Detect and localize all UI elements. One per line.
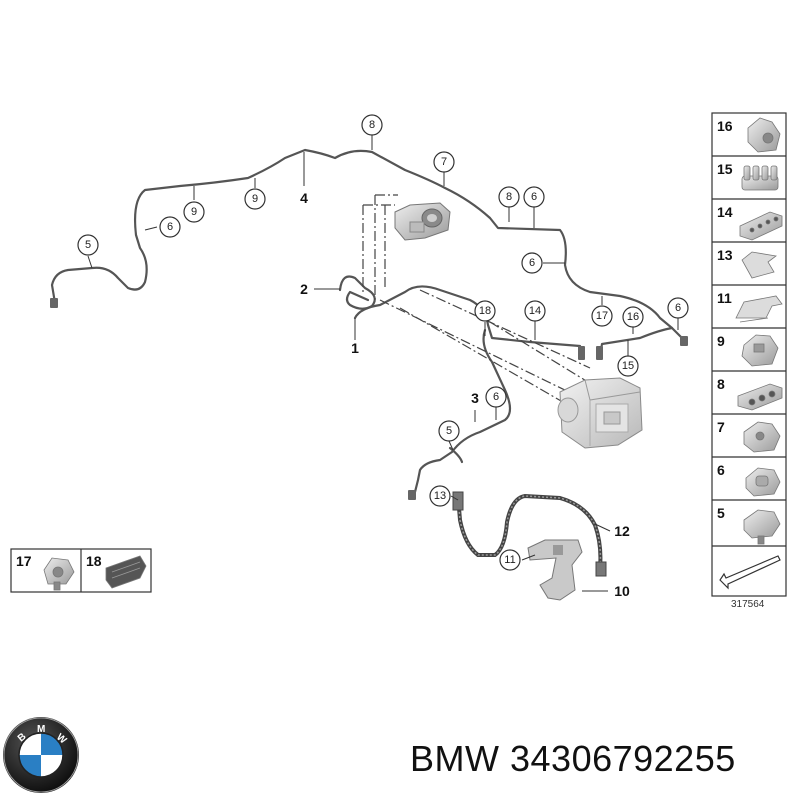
callout-1: 1 xyxy=(351,340,359,356)
callout-5: 5 xyxy=(446,425,452,437)
clip-part-15 xyxy=(741,165,779,191)
callout-4: 4 xyxy=(300,190,308,206)
callout-16: 16 xyxy=(627,311,639,323)
hose-bracket xyxy=(527,539,583,601)
legend-num-16: 16 xyxy=(717,118,733,134)
callout-6: 6 xyxy=(493,391,499,403)
callout-7: 7 xyxy=(441,156,447,168)
diagram-reference-number: 317564 xyxy=(731,599,765,610)
fitting-right xyxy=(680,336,688,346)
callout-9: 9 xyxy=(252,193,258,205)
callout-14: 14 xyxy=(529,305,541,317)
legend-right-numbers: 16 15 14 13 11 9 8 7 6 5 xyxy=(717,118,733,521)
fitting-abs-a xyxy=(578,346,585,360)
fitting-lower xyxy=(408,490,416,500)
part-label: BMW 34306792255 xyxy=(410,738,736,780)
abs-unit xyxy=(557,377,643,449)
legend-num-9: 9 xyxy=(717,333,725,349)
callout-12: 12 xyxy=(614,523,630,539)
legend-num-5: 5 xyxy=(717,505,725,521)
legend-num-7: 7 xyxy=(717,419,725,435)
callouts: 5 6 9 9 4 8 7 8 6 6 2 1 18 14 17 16 6 15 xyxy=(77,114,689,599)
svg-text:M: M xyxy=(37,724,45,735)
line-fittings xyxy=(50,298,688,500)
callout-leaders xyxy=(87,135,679,592)
callout-6: 6 xyxy=(531,191,537,203)
legend-num-8: 8 xyxy=(717,376,725,392)
callout-3: 3 xyxy=(471,390,479,406)
fitting-abs-b xyxy=(596,346,603,360)
callout-6: 6 xyxy=(167,221,173,233)
logo-quadrant-blue-2 xyxy=(19,755,41,777)
legend-num-14: 14 xyxy=(717,204,733,220)
part-number: 34306792255 xyxy=(510,738,736,779)
legend-num-13: 13 xyxy=(717,247,733,263)
legend-bottom-parts xyxy=(43,555,147,591)
callout-5: 5 xyxy=(85,239,91,251)
brake-line-small-bend xyxy=(448,446,464,464)
legend-arrow-cell xyxy=(719,555,781,590)
callout-9: 9 xyxy=(191,206,197,218)
callout-13: 13 xyxy=(434,490,446,502)
brake-line-lower xyxy=(410,328,512,500)
part-brand: BMW xyxy=(410,738,500,779)
callout-17: 17 xyxy=(596,310,608,322)
legend-num-11: 11 xyxy=(717,290,732,306)
brake-line-upper xyxy=(50,148,688,344)
fitting-left xyxy=(50,298,58,308)
callout-2: 2 xyxy=(300,281,308,297)
legend-right-parts xyxy=(735,117,783,545)
legend-num-15: 15 xyxy=(717,161,733,177)
callout-8: 8 xyxy=(369,119,375,131)
legend-num-17: 17 xyxy=(16,553,32,569)
clip-part-13 xyxy=(741,251,777,279)
arrow-icon xyxy=(719,555,781,590)
brake-line-loop xyxy=(338,275,376,310)
callout-18: 18 xyxy=(479,305,491,317)
legend-num-6: 6 xyxy=(717,462,725,478)
bmw-logo: B M W xyxy=(3,717,79,793)
legend-num-18: 18 xyxy=(86,553,102,569)
clip-part-5 xyxy=(743,509,781,539)
valve-part xyxy=(394,202,451,241)
callout-15: 15 xyxy=(622,360,634,372)
brake-line-middle xyxy=(353,285,584,358)
callout-6: 6 xyxy=(529,257,535,269)
callout-8: 8 xyxy=(506,191,512,203)
callout-10: 10 xyxy=(614,583,630,599)
assembly-leaders xyxy=(362,194,591,406)
brake-line-right-branch xyxy=(598,326,674,358)
callout-6: 6 xyxy=(675,302,681,314)
callout-11: 11 xyxy=(504,554,515,566)
brake-hose xyxy=(452,491,607,577)
clip-part-18 xyxy=(105,555,147,589)
logo-quadrant-blue-1 xyxy=(41,733,63,755)
